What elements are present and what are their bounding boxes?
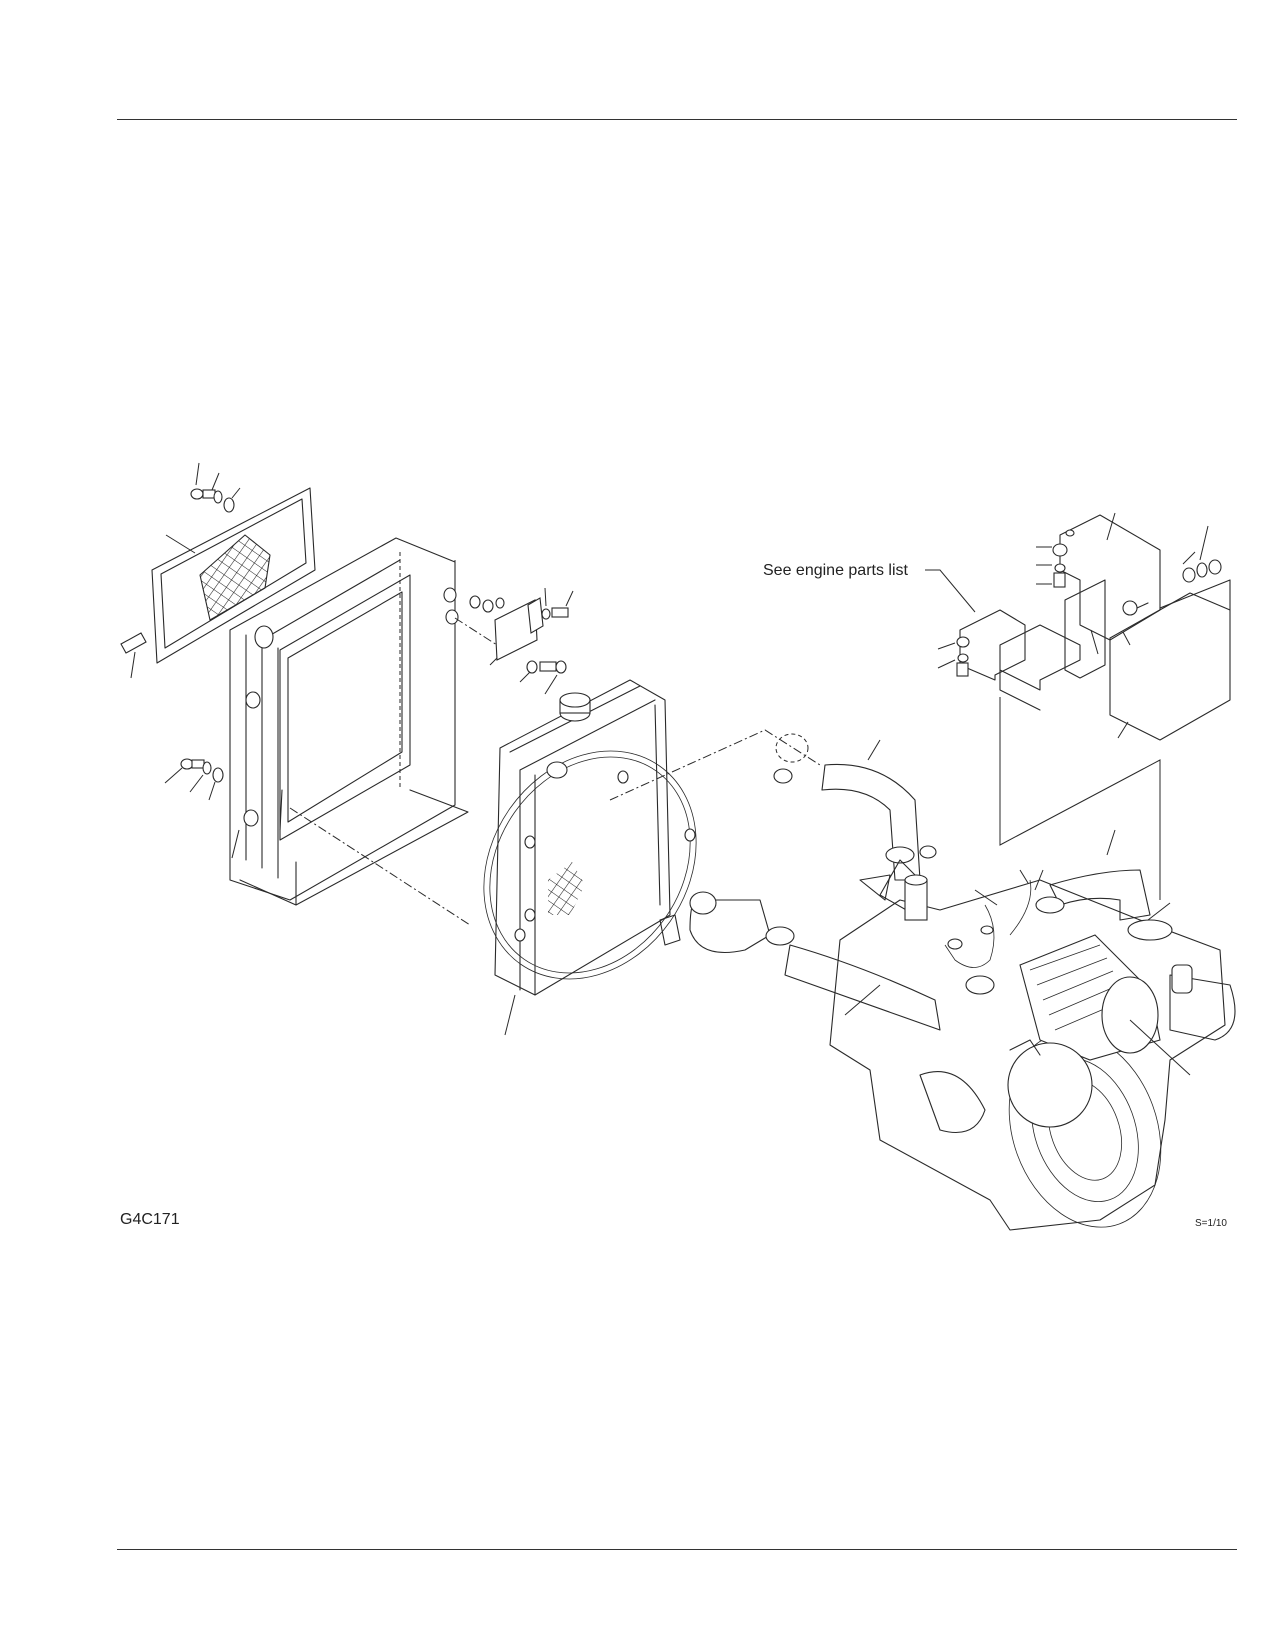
bolt-washer-set-top — [190, 488, 235, 513]
scale-label: S=1/10 — [1195, 1218, 1227, 1229]
footer-rule — [117, 1549, 1237, 1550]
bolt-washer-set-mid — [180, 758, 224, 783]
figure-id: G4C171 — [120, 1211, 180, 1228]
bracket-plate — [469, 595, 569, 674]
engine-parts-callout: See engine parts list — [763, 562, 909, 579]
callout-leaders — [130, 462, 1209, 1076]
engine-and-hoses — [689, 733, 1236, 1231]
mounting-brackets — [956, 514, 1231, 741]
screen-guard-assembly — [120, 487, 569, 926]
radiator — [483, 679, 697, 996]
header-rule — [117, 119, 1237, 120]
